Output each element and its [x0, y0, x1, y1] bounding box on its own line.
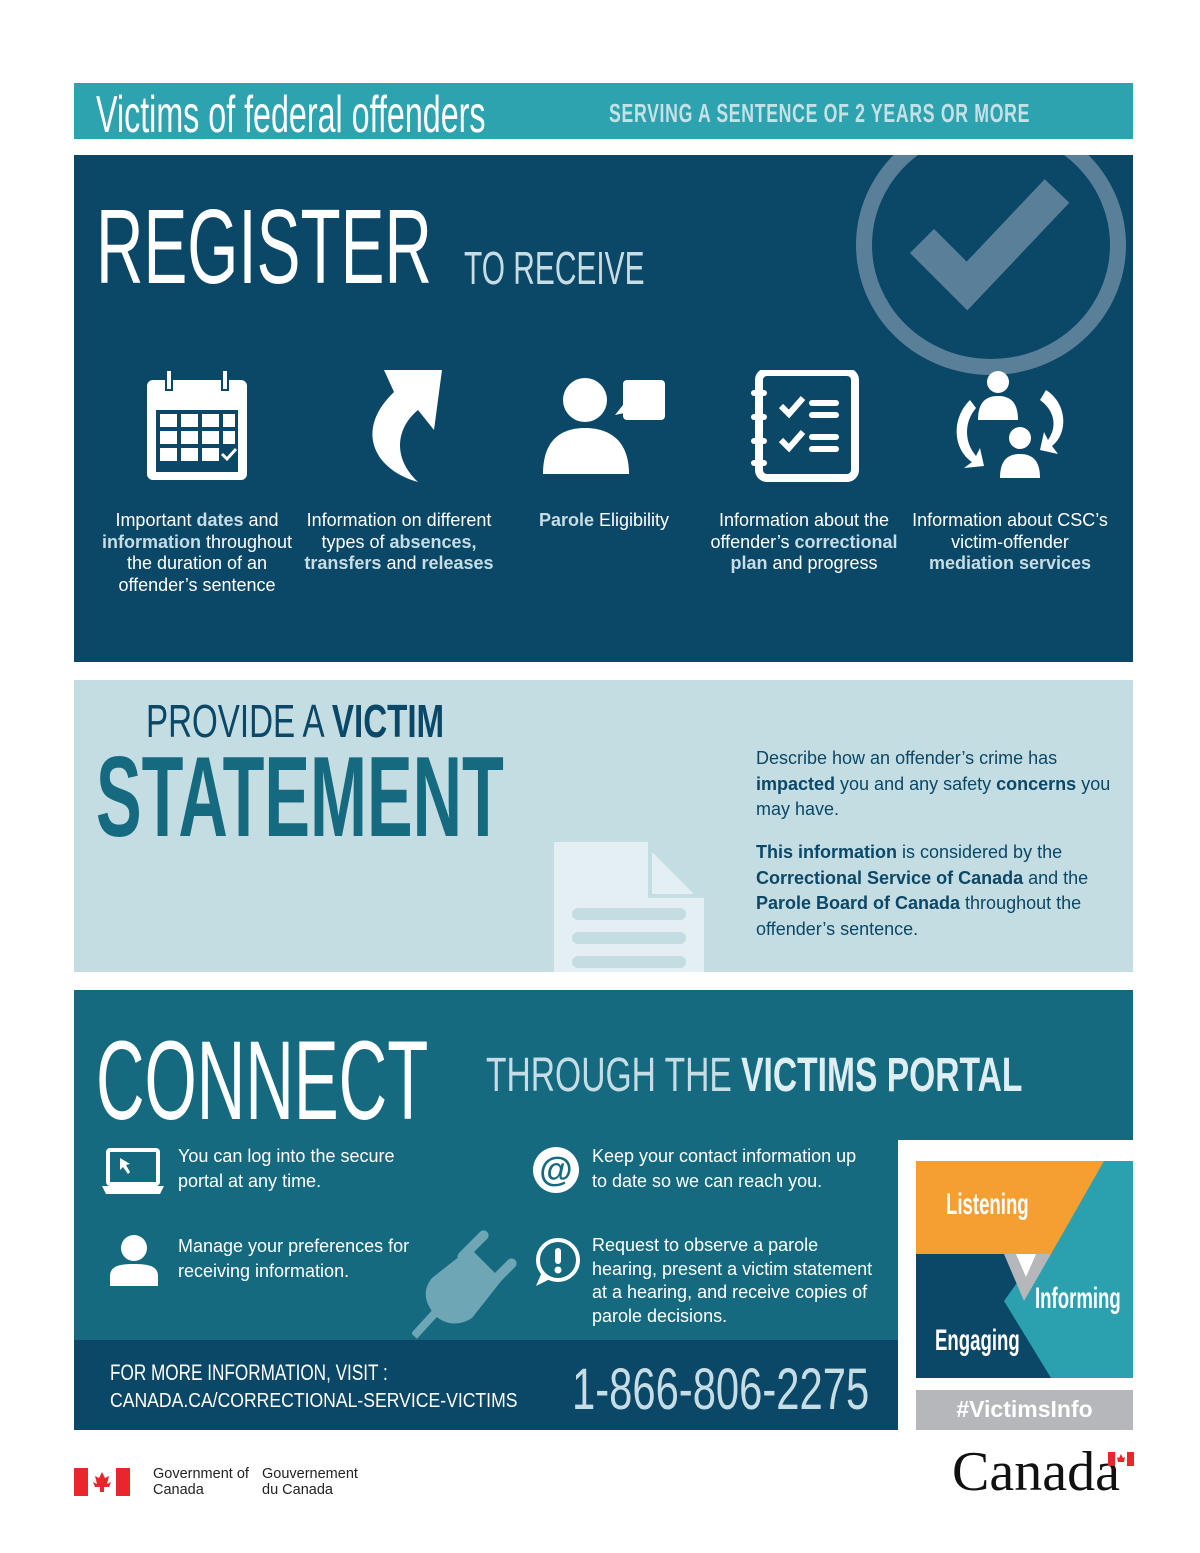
register-item-text: Information on different types of absenc…: [299, 510, 499, 575]
statement-consideration: This information is considered by the Co…: [756, 840, 1096, 942]
register-subheading: TO RECEIVE: [464, 242, 645, 294]
text-segment: Information about CSC’s victim-offender: [912, 510, 1108, 552]
statement-pre-text: PROVIDE A: [146, 695, 332, 747]
statement-section: PROVIDE A VICTIM STATEMENT Describe how …: [74, 680, 1133, 972]
register-section: REGISTER TO RECEIVE Important dates and …: [74, 155, 1133, 662]
connect-sub-bold: VICTIMS PORTAL: [741, 1049, 1023, 1102]
victims-info-logo: Listening Informing Engaging #VictimsInf…: [898, 1140, 1133, 1430]
header-banner: Victims of federal offenders SERVING A S…: [74, 83, 1133, 144]
connect-subheading: THROUGH THE VICTIMS PORTAL: [486, 1048, 1022, 1103]
hashtag-label: #VictimsInfo: [916, 1390, 1133, 1430]
statement-heading: STATEMENT: [96, 734, 504, 861]
connect-item-contact: Keep your contact information up to date…: [592, 1146, 857, 1191]
text-segment: is considered by the: [897, 842, 1063, 862]
emphasis-text: absences, transfers: [304, 531, 477, 574]
person-speech-icon: [543, 378, 665, 474]
register-item-transfers: Information on different types of absenc…: [299, 370, 499, 575]
emphasis-text: Parole Board of Canada: [756, 893, 961, 913]
text-segment: and progress: [767, 553, 878, 573]
logo-informing: Informing: [1035, 1282, 1121, 1315]
canada-flag-icon: [74, 1468, 130, 1496]
statement-description: Describe how an offender’s crime has imp…: [756, 746, 1116, 823]
document-icon: [554, 842, 704, 972]
statement-preheading: PROVIDE A VICTIM: [146, 694, 444, 748]
register-item-text: Important dates and information througho…: [97, 510, 297, 596]
alert-speech-icon: [536, 1238, 580, 1286]
connect-item-preferences: Manage your preferences for receiving in…: [178, 1236, 410, 1281]
register-item-text: Information about the offender’s correct…: [704, 510, 904, 575]
connect-item-hearing: Request to observe a parole hearing, pre…: [592, 1235, 873, 1326]
text-segment: you and any safety: [835, 773, 997, 794]
statement-pre-bold: VICTIM: [331, 695, 445, 747]
info-bar: FOR MORE INFORMATION, VISIT : CANADA.CA/…: [74, 1340, 898, 1430]
wordmark-flag-icon: [1108, 1452, 1134, 1466]
register-item-parole: Parole Eligibility: [504, 370, 704, 532]
mediation-icon: [956, 371, 1064, 478]
text-segment: Information about the offender’s: [710, 510, 890, 552]
gov-fr: Gouvernement du Canada: [262, 1466, 358, 1498]
emphasis-text: concerns: [996, 773, 1077, 794]
page-title: Victims of federal offenders: [96, 86, 486, 144]
text-segment: Describe how an offender’s crime has: [756, 748, 1058, 768]
emphasis-text: information: [101, 531, 201, 552]
checkmark-circle-icon: [856, 155, 1126, 375]
emphasis-text: mediation services: [928, 553, 1092, 573]
emphasis-text: Parole: [538, 510, 594, 530]
text-segment: and: [243, 510, 279, 530]
text-segment: Information on different types of: [306, 510, 492, 552]
emphasis-text: dates: [196, 510, 244, 530]
plug-icon: [412, 1230, 517, 1339]
text-segment: Important: [115, 510, 197, 530]
emphasis-text: releases: [421, 553, 494, 573]
calendar-icon: [147, 370, 247, 480]
laptop-icon: [102, 1148, 164, 1194]
page-subtitle: SERVING A SENTENCE OF 2 YEARS OR MORE: [609, 98, 1031, 128]
svg-text:@: @: [539, 1151, 572, 1189]
website-link[interactable]: CANADA.CA/CORRECTIONAL-SERVICE-VICTIMS: [110, 1390, 518, 1412]
user-icon: [110, 1235, 158, 1286]
text-segment: and the: [1023, 867, 1089, 888]
text-segment: you may have.: [756, 773, 1111, 820]
register-item-mediation: Information about CSC’s victim-offender …: [910, 370, 1110, 575]
logo-engaging: Engaging: [935, 1324, 1020, 1357]
text-segment: and: [381, 553, 422, 573]
canada-wordmark: Canada: [952, 1441, 1120, 1503]
phone-number[interactable]: 1-866-806-2275: [572, 1357, 870, 1422]
register-heading: REGISTER: [96, 188, 432, 306]
text-segment: throughout the duration of an offender’s…: [118, 531, 293, 595]
emphasis-text: correctional plan: [730, 531, 898, 574]
text-segment: Eligibility: [594, 510, 670, 530]
more-info-label: FOR MORE INFORMATION, VISIT :: [110, 1360, 388, 1385]
connect-sub-pre: THROUGH THE: [486, 1049, 742, 1102]
emphasis-text: This information: [756, 842, 897, 862]
at-sign-icon: @: [533, 1147, 579, 1193]
emphasis-text: Correctional Service of Canada: [756, 867, 1024, 888]
register-item-text: Parole Eligibility: [504, 510, 704, 532]
connect-item-login: You can log into the secure portal at an…: [178, 1146, 395, 1191]
listening-informing-engaging-graphic: [916, 1161, 1133, 1378]
checklist-icon: [751, 370, 859, 482]
logo-listening: Listening: [946, 1188, 1029, 1221]
register-item-dates: Important dates and information througho…: [97, 370, 297, 596]
connect-heading: CONNECT: [96, 1018, 429, 1143]
register-item-correctional-plan: Information about the offender’s correct…: [704, 370, 904, 575]
gov-en: Government of Canada: [153, 1466, 249, 1498]
curved-arrow-icon: [372, 370, 442, 482]
text-segment: throughout the offender’s sentence.: [756, 893, 1082, 939]
emphasis-text: impacted: [756, 773, 836, 794]
register-item-text: Information about CSC’s victim-offender …: [910, 510, 1110, 575]
